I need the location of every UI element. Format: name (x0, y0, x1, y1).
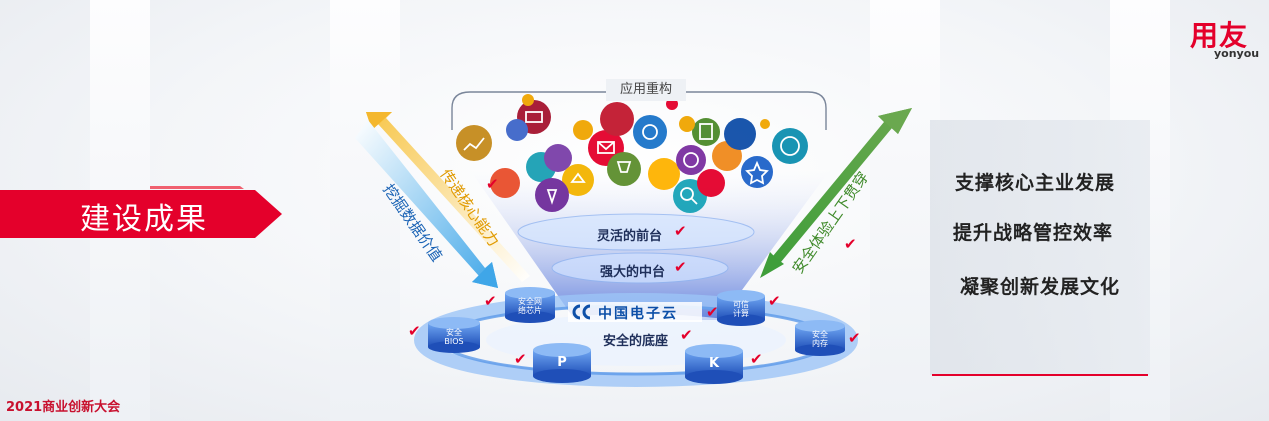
event-title: 2021商业创新大会 (6, 400, 121, 415)
outcome-1: 支撑核心主业发展 (955, 172, 1116, 194)
check-icon: ✔ (674, 258, 687, 276)
platform-logo: 中国电子云 (598, 306, 678, 322)
bg-column-mid-right (870, 0, 940, 421)
banner-shape (0, 186, 282, 238)
brand-logo-sub: yonyou (1214, 47, 1260, 60)
outcomes-panel (930, 120, 1150, 375)
check-icon: ✔ (484, 292, 497, 310)
brand-logo: 用友 (1190, 19, 1249, 52)
outcomes-underline (932, 374, 1148, 376)
check-icon: ✔ (674, 222, 687, 240)
node-compute: 可信 计算 (733, 300, 749, 318)
check-icon: ✔ (750, 350, 763, 368)
check-icon: ✔ (408, 322, 421, 340)
layer-front-office: 灵活的前台 (597, 229, 663, 244)
bg-column-mid-left (330, 0, 400, 421)
check-icon: ✔ (768, 292, 781, 310)
check-icon: ✔ (848, 329, 861, 347)
node-chip: 安全网 络芯片 (518, 297, 542, 315)
check-icon: ✔ (514, 350, 527, 368)
node-k: K (708, 356, 720, 371)
check-icon: ✔ (680, 326, 693, 344)
layer-middle-office: 强大的中台 (600, 265, 666, 280)
outcome-2: 提升战略管控效率 (953, 222, 1114, 244)
layer-secure-base: 安全的底座 (603, 334, 669, 349)
app-rebuild-label: 应用重构 (606, 79, 686, 101)
check-icon: ✔ (706, 303, 719, 321)
node-memory: 安全 内存 (812, 330, 828, 348)
check-icon: ✔ (486, 175, 499, 193)
outcome-3: 凝聚创新发展文化 (960, 276, 1121, 298)
node-p: P (557, 355, 567, 370)
check-icon: ✔ (844, 235, 857, 253)
banner-title: 建设成果 (80, 202, 208, 237)
node-bios: 安全 BIOS (444, 328, 464, 346)
